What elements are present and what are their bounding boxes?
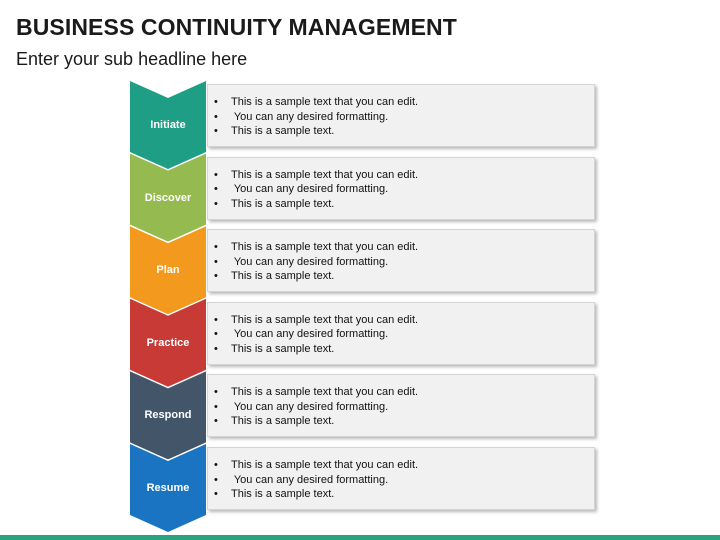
- step-text-box[interactable]: • This is a sample text that you can edit…: [207, 229, 595, 293]
- bullet-text: You can any desired formatting.: [231, 255, 389, 268]
- bullet-item: • This is a sample text.: [214, 197, 418, 212]
- bullet-item: • You can any desired formatting.: [214, 327, 418, 342]
- step-label: Initiate: [150, 119, 186, 131]
- step-label: Discover: [144, 191, 192, 204]
- footer-bar: [0, 535, 720, 540]
- bullet-text: This is a sample text that you can edit.: [231, 459, 419, 471]
- step-text-box[interactable]: • This is a sample text that you can edit…: [207, 374, 595, 438]
- bullet-item: • This is a sample text that you can edit…: [214, 385, 418, 400]
- bullet-item: • This is a sample text that you can edit…: [214, 240, 418, 255]
- bullet-icon: •: [214, 110, 218, 123]
- bullet-text: This is a sample text.: [231, 125, 335, 137]
- bullet-list: • This is a sample text that you can edit…: [214, 168, 418, 212]
- bullet-text: This is a sample text that you can edit.: [231, 241, 419, 254]
- bullet-text: You can any desired formatting.: [231, 110, 389, 123]
- step-label: Practice: [146, 336, 190, 349]
- bullet-item: • You can any desired formatting.: [214, 255, 418, 270]
- step-label: Resume: [146, 482, 190, 494]
- bullet-item: • This is a sample text.: [214, 414, 418, 429]
- bullet-icon: •: [214, 415, 218, 428]
- bullet-item: • This is a sample text.: [214, 487, 418, 502]
- bullet-item: • You can any desired formatting.: [214, 110, 418, 125]
- bullet-list: • This is a sample text that you can edit…: [214, 313, 418, 357]
- bullet-list: • This is a sample text that you can edit…: [214, 385, 418, 429]
- bullet-text: This is a sample text that you can edit.: [231, 96, 419, 108]
- bullet-item: • You can any desired formatting.: [214, 182, 418, 197]
- bullet-text: This is a sample text that you can edit.: [231, 386, 419, 399]
- bullet-text: You can any desired formatting.: [231, 328, 389, 341]
- bullet-item: • You can any desired formatting.: [214, 473, 418, 488]
- bullet-icon: •: [214, 125, 218, 137]
- bullet-icon: •: [214, 96, 218, 108]
- bullet-item: • This is a sample text that you can edit…: [214, 458, 418, 473]
- bullet-item: • This is a sample text.: [214, 269, 418, 284]
- bullet-list: • This is a sample text that you can edit…: [214, 95, 418, 139]
- bullet-text: This is a sample text.: [231, 270, 335, 283]
- bullet-list: • This is a sample text that you can edit…: [214, 458, 418, 502]
- bullet-item: • This is a sample text.: [214, 124, 418, 139]
- bullet-item: • This is a sample text.: [214, 342, 418, 357]
- bullet-icon: •: [214, 459, 218, 471]
- bullet-icon: •: [214, 342, 218, 355]
- bullet-icon: •: [214, 270, 218, 283]
- bullet-icon: •: [214, 488, 218, 500]
- step-text-box[interactable]: • This is a sample text that you can edit…: [207, 301, 595, 365]
- bullet-icon: •: [214, 313, 218, 326]
- bullet-item: • This is a sample text that you can edit…: [214, 168, 418, 183]
- bullet-text: This is a sample text.: [231, 197, 335, 210]
- bullet-item: • You can any desired formatting.: [214, 400, 418, 415]
- bullet-icon: •: [214, 473, 218, 486]
- bullet-text: This is a sample text that you can edit.: [231, 168, 419, 181]
- bullet-icon: •: [214, 386, 218, 399]
- bullet-icon: •: [214, 400, 218, 413]
- bullet-text: You can any desired formatting.: [231, 183, 389, 196]
- bullet-text: You can any desired formatting.: [231, 473, 389, 486]
- bullet-text: This is a sample text.: [231, 488, 335, 500]
- bullet-icon: •: [214, 328, 218, 341]
- step-label: Respond: [144, 409, 192, 422]
- bullet-text: This is a sample text.: [231, 342, 335, 355]
- bullet-text: This is a sample text.: [231, 415, 335, 428]
- step-text-box[interactable]: • This is a sample text that you can edit…: [207, 447, 595, 510]
- bullet-icon: •: [214, 241, 218, 254]
- page-subtitle: Enter your sub headline here: [16, 49, 248, 69]
- step-text-box[interactable]: • This is a sample text that you can edit…: [207, 156, 595, 220]
- step-chevron-resume: Resume: [130, 444, 206, 532]
- step-chevron-initiate: Initiate: [130, 81, 206, 169]
- bullet-item: • This is a sample text that you can edit…: [214, 313, 418, 328]
- step-text-box[interactable]: • This is a sample text that you can edit…: [207, 84, 595, 147]
- step-chevron-respond: Respond: [130, 371, 206, 460]
- bullet-icon: •: [214, 168, 218, 181]
- bullet-icon: •: [214, 255, 218, 268]
- bullet-list: • This is a sample text that you can edit…: [214, 240, 418, 284]
- bullet-icon: •: [214, 197, 218, 210]
- page-title: BUSINESS CONTINUITY MANAGEMENT: [16, 14, 457, 40]
- step-label: Plan: [156, 264, 180, 277]
- bullet-item: • This is a sample text that you can edit…: [214, 95, 418, 110]
- bullet-text: You can any desired formatting.: [231, 400, 389, 413]
- bullet-text: This is a sample text that you can edit.: [231, 313, 419, 326]
- bullet-icon: •: [214, 183, 218, 196]
